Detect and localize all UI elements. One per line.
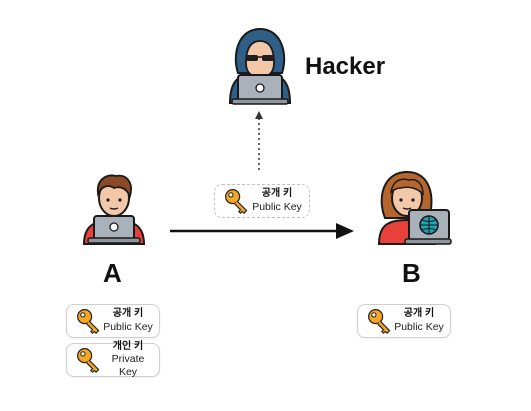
key-ko-label: 공개 키 [403,308,435,320]
node-b-label: B [402,258,422,288]
hacker-icon [228,27,292,105]
key-en-label: Public Key [394,320,444,333]
man-laptop-icon [82,174,146,245]
key-en-label: Public Key [252,200,302,213]
hacker-label: Hacker [305,53,386,80]
key-ko-label: 개인 키 [112,340,144,352]
b-public-key-card: 공개 키 Public Key [357,304,451,338]
woman-laptop-icon [377,170,452,245]
a-public-key-card: 공개 키 Public Key [66,304,160,338]
key-icon [75,307,103,335]
key-ko-label: 공개 키 [261,188,293,200]
key-icon [223,187,251,215]
transit-public-key-card: 공개 키 Public Key [214,184,310,218]
key-icon [75,346,103,374]
intercept-arrow [255,111,263,170]
node-a-label: A [103,258,123,288]
key-ko-label: 공개 키 [112,308,144,320]
send-arrow [170,223,354,239]
key-icon [366,307,394,335]
key-en-label: Public Key [103,320,153,333]
key-en-label: Private Key [111,353,145,379]
a-private-key-card: 개인 키 Private Key [66,340,160,379]
